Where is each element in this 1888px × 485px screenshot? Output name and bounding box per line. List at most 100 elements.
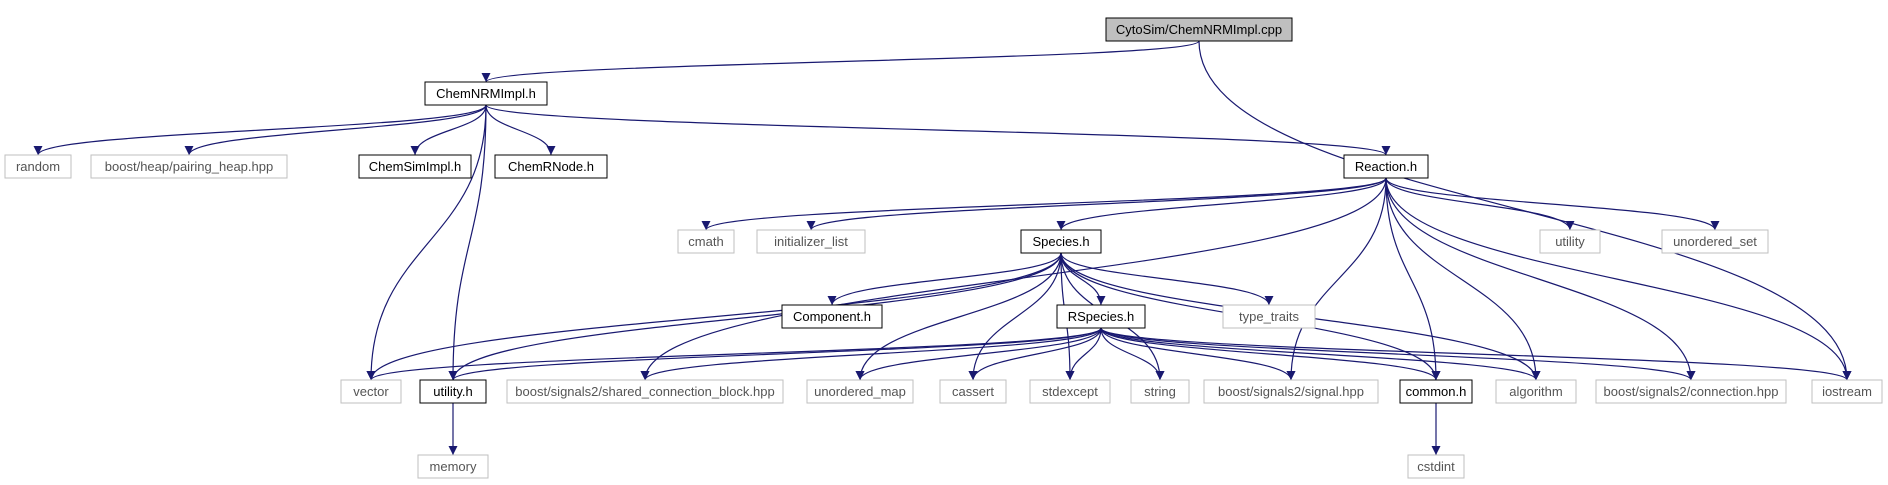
node-root[interactable]: CytoSim/ChemNRMImpl.cpp [1105,17,1293,42]
edge-reaction_h-to-unordered_set [1385,177,1720,231]
node-chemsimimpl_h[interactable]: ChemSimImpl.h [358,154,472,179]
edge-species_h-to-utility_h [448,252,1062,381]
node-box-memory [417,454,489,479]
node-box-stdexcept [1029,379,1111,404]
node-label-reaction_h: Reaction.h [1355,159,1417,174]
node-box-unordered_set [1661,229,1769,254]
node-rspecies_h[interactable]: RSpecies.h [1056,304,1146,329]
node-label-component_h: Component.h [793,309,871,324]
node-box-cmath [677,229,735,254]
node-unordered_map: unordered_map [806,379,914,404]
node-label-chemnrmimpl_h: ChemNRMImpl.h [436,86,536,101]
node-box-random [4,154,72,179]
node-box-string [1130,379,1190,404]
node-box-signal_hpp [1203,379,1379,404]
edge-chemnrmimpl_h-to-chemsimimpl_h [410,104,487,156]
node-label-root: CytoSim/ChemNRMImpl.cpp [1116,22,1282,37]
edge-reaction_h-to-common_h [1385,177,1441,381]
node-stdexcept: stdexcept [1029,379,1111,404]
node-label-initializer_list: initializer_list [774,234,848,249]
node-label-cmath: cmath [688,234,723,249]
node-label-cassert: cassert [952,384,994,399]
node-box-shared_conn_block [506,379,784,404]
edge-reaction_h-to-connection_hpp [1385,177,1696,381]
node-string: string [1130,379,1190,404]
node-label-species_h: Species.h [1032,234,1089,249]
node-box-initializer_list [756,229,866,254]
node-box-pairing_heap [90,154,288,179]
edge-chemnrmimpl_h-to-chemrnode_h [485,104,556,156]
node-common_h[interactable]: common.h [1399,379,1473,404]
edge-rspecies_h-to-signal_hpp [1100,327,1296,381]
node-label-algorithm: algorithm [1509,384,1562,399]
edge-reaction_h-to-signal_hpp [1286,177,1387,381]
node-label-memory: memory [430,459,477,474]
node-label-chemrnode_h: ChemRNode.h [508,159,594,174]
node-box-utility [1539,229,1601,254]
node-utility: utility [1539,229,1601,254]
node-box-chemsimimpl_h [358,154,472,179]
node-label-cstdint: cstdint [1417,459,1455,474]
node-chemnrmimpl_h[interactable]: ChemNRMImpl.h [424,81,548,106]
node-species_h[interactable]: Species.h [1020,229,1102,254]
node-box-type_traits [1222,304,1316,329]
edge-species_h-to-type_traits [1060,252,1274,306]
node-box-root [1105,17,1293,42]
node-label-rspecies_h: RSpecies.h [1068,309,1134,324]
edge-species_h-to-unordered_map [855,252,1062,381]
edge-rspecies_h-to-cassert [968,327,1102,381]
node-utility_h[interactable]: utility.h [419,379,487,404]
edge-reaction_h-to-utility [1385,177,1575,231]
node-label-iostream: iostream [1822,384,1872,399]
edge-rspecies_h-to-stdexcept [1065,327,1102,381]
node-box-connection_hpp [1595,379,1787,404]
node-box-cstdint [1407,454,1465,479]
edge-reaction_h-to-species_h [1056,177,1387,231]
node-signal_hpp: boost/signals2/signal.hpp [1203,379,1379,404]
node-unordered_set: unordered_set [1661,229,1769,254]
node-chemrnode_h[interactable]: ChemRNode.h [494,154,608,179]
edge-rspecies_h-to-algorithm [1100,327,1541,381]
edge-rspecies_h-to-iostream [1100,327,1852,381]
edge-rspecies_h-to-string [1100,327,1165,381]
node-box-iostream [1811,379,1883,404]
node-label-string: string [1144,384,1176,399]
node-box-chemrnode_h [494,154,608,179]
node-box-common_h [1399,379,1473,404]
node-label-pairing_heap: boost/heap/pairing_heap.hpp [105,159,273,174]
node-reaction_h[interactable]: Reaction.h [1343,154,1429,179]
node-cassert: cassert [939,379,1007,404]
node-label-random: random [16,159,60,174]
node-label-utility_h: utility.h [433,384,473,399]
node-label-chemsimimpl_h: ChemSimImpl.h [369,159,461,174]
node-memory: memory [417,454,489,479]
node-component_h[interactable]: Component.h [781,304,883,329]
node-label-unordered_map: unordered_map [814,384,906,399]
edge-reaction_h-to-algorithm [1385,177,1541,381]
node-label-signal_hpp: boost/signals2/signal.hpp [1218,384,1364,399]
edge-rspecies_h-to-unordered_map [855,327,1102,381]
edge-reaction_h-to-cmath [701,177,1387,231]
edge-root-to-chemnrmimpl_h [481,40,1200,83]
node-box-unordered_map [806,379,914,404]
node-box-species_h [1020,229,1102,254]
node-shared_conn_block: boost/signals2/shared_connection_block.h… [506,379,784,404]
edge-chemnrmimpl_h-to-utility_h [448,104,487,381]
node-cmath: cmath [677,229,735,254]
edge-rspecies_h-to-shared_conn_block [640,327,1102,381]
node-label-stdexcept: stdexcept [1042,384,1098,399]
node-label-connection_hpp: boost/signals2/connection.hpp [1604,384,1779,399]
node-box-reaction_h [1343,154,1429,179]
node-box-chemnrmimpl_h [424,81,548,106]
edge-rspecies_h-to-connection_hpp [1100,327,1696,381]
node-cstdint: cstdint [1407,454,1465,479]
node-label-type_traits: type_traits [1239,309,1299,324]
node-label-unordered_set: unordered_set [1673,234,1757,249]
node-box-component_h [781,304,883,329]
node-random: random [4,154,72,179]
node-label-utility: utility [1555,234,1585,249]
edge-species_h-to-cassert [968,252,1062,381]
edge-rspecies_h-to-utility_h [448,327,1102,381]
